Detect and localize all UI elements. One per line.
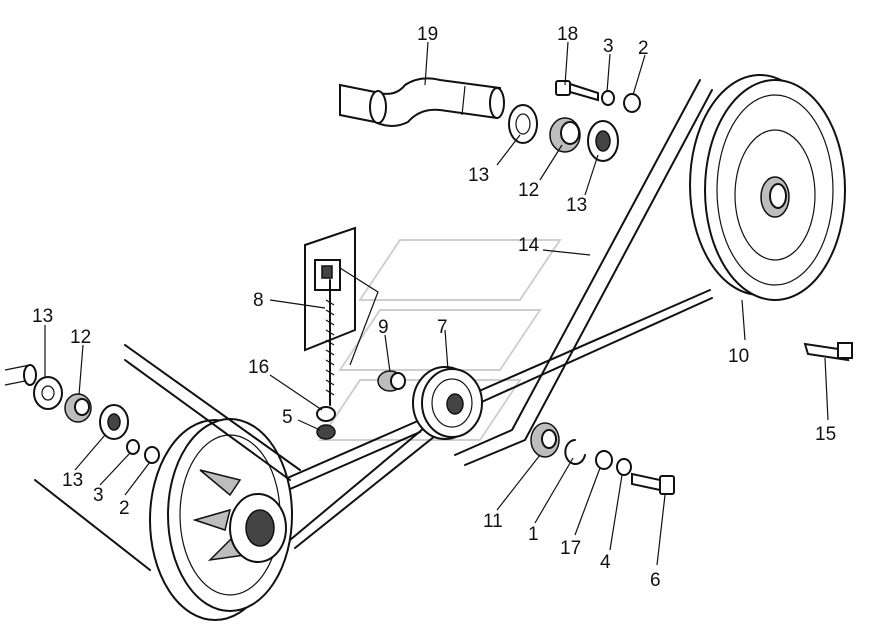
key-15 [803,342,853,362]
callout-labels: 19 18 3 2 13 12 13 14 8 9 7 10 13 12 16 … [32,24,836,591]
callout-11: 11 [483,511,503,532]
callout-8: 8 [253,290,264,311]
right-parts [530,422,675,495]
callout-18: 18 [557,24,578,45]
bracket-8 [304,226,379,406]
callout-6: 6 [650,570,661,591]
callout-2-top: 2 [638,38,649,59]
leader-lines [44,41,829,566]
callout-3-top: 3 [603,36,614,57]
callout-15: 15 [815,424,836,445]
callout-13-right: 13 [566,195,587,216]
callout-17: 17 [560,538,581,559]
callout-14: 14 [518,235,540,256]
callout-12-mid: 12 [518,180,539,201]
callout-12-left: 12 [70,327,91,348]
callout-10: 10 [728,346,749,367]
callout-7: 7 [437,317,448,338]
callout-2-left: 2 [119,498,130,519]
callout-13-left-top: 13 [32,306,53,327]
pulley-10 [689,74,846,301]
callout-9: 9 [378,317,389,338]
callout-19: 19 [417,24,438,45]
callout-1: 1 [528,524,539,545]
idler-pulley-7 [412,366,483,440]
callout-4: 4 [600,552,611,573]
callout-3-left: 3 [93,485,104,506]
nut-washer-16-5 [316,406,336,440]
left-parts [4,364,160,464]
callout-16: 16 [248,357,269,378]
bushing-9 [377,370,406,392]
callout-5: 5 [282,407,293,428]
bottom-pulley [34,344,301,621]
top-parts [508,80,641,162]
callout-13-mid: 13 [468,165,489,186]
callout-13-left-bot: 13 [62,470,83,491]
shaft-19 [339,77,505,127]
